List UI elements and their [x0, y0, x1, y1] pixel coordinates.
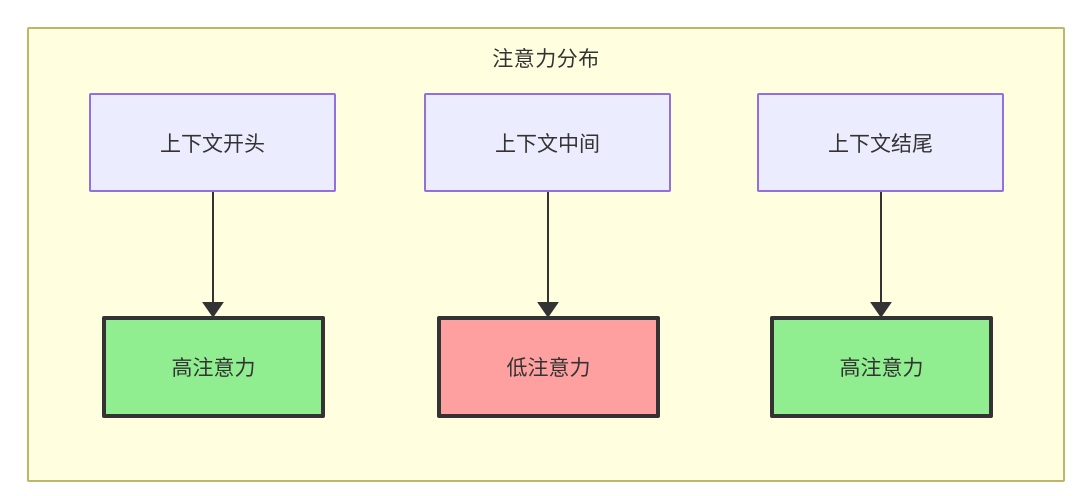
- node-context-middle[interactable]: 上下文中间: [424, 93, 671, 192]
- node-attention-low-middle[interactable]: 低注意力: [437, 316, 660, 418]
- node-context-end[interactable]: 上下文结尾: [757, 93, 1004, 192]
- node-label: 高注意力: [839, 357, 924, 380]
- node-attention-high-end[interactable]: 高注意力: [770, 316, 993, 418]
- node-label: 上下文开头: [160, 132, 265, 156]
- subgraph-title: 注意力分布: [492, 48, 600, 71]
- node-attention-high-start[interactable]: 高注意力: [102, 316, 325, 418]
- node-label: 高注意力: [171, 357, 256, 380]
- node-label: 低注意力: [506, 357, 591, 380]
- node-context-start[interactable]: 上下文开头: [89, 93, 336, 192]
- node-label: 上下文中间: [495, 132, 600, 156]
- node-label: 上下文结尾: [828, 132, 933, 156]
